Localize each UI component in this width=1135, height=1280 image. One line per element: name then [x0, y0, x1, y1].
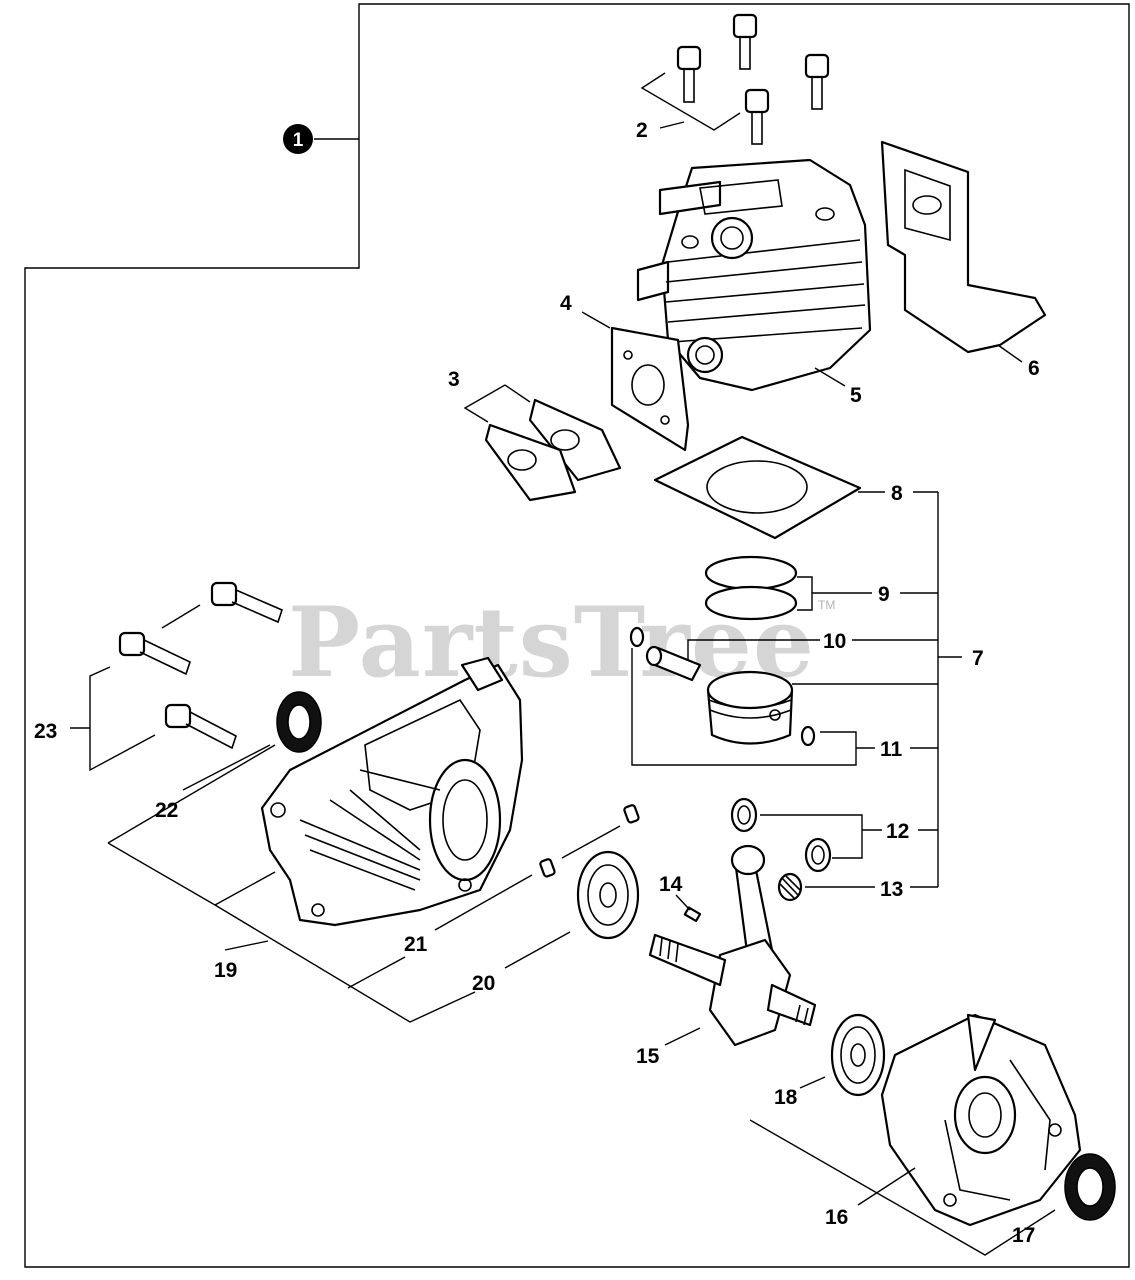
- crankcase-left[interactable]: [260, 656, 524, 927]
- callout-5[interactable]: 5: [850, 384, 862, 407]
- callout-19[interactable]: 19: [214, 959, 237, 982]
- crankcase-bearing-left[interactable]: [576, 850, 640, 940]
- intake-gaskets[interactable]: [484, 398, 622, 502]
- callout-18[interactable]: 18: [774, 1086, 798, 1109]
- cylinder[interactable]: [636, 158, 872, 392]
- callout-14[interactable]: 14: [659, 873, 683, 896]
- callout-13[interactable]: 13: [880, 878, 903, 901]
- svg-text:1: 1: [293, 130, 304, 151]
- oil-seal-left[interactable]: [276, 691, 322, 753]
- piston-rings[interactable]: [704, 555, 798, 621]
- callout-9[interactable]: 9: [878, 583, 890, 606]
- needle-bearing[interactable]: [777, 872, 803, 902]
- crankshaft[interactable]: [648, 844, 817, 1047]
- callout-2[interactable]: 2: [636, 119, 648, 142]
- callout-10[interactable]: 10: [823, 630, 846, 653]
- diagram-frame: [24, 3, 1130, 1268]
- callout-3[interactable]: 3: [448, 368, 460, 391]
- crank-washers[interactable]: [730, 797, 832, 873]
- cylinder-base-gasket[interactable]: [653, 435, 862, 540]
- callout-7[interactable]: 7: [972, 647, 984, 670]
- crankcase-right[interactable]: [880, 1013, 1082, 1227]
- callout-labels: 2 3 4 5 6 7 8 9 10 11 12 13 14 15 16 17 …: [34, 119, 1040, 1247]
- callout-17[interactable]: 17: [1012, 1224, 1035, 1247]
- piston-pin[interactable]: [645, 645, 702, 682]
- heat-shield[interactable]: [880, 140, 1047, 354]
- insulator-gasket[interactable]: [610, 326, 690, 452]
- callout-8[interactable]: 8: [891, 482, 903, 505]
- dowel-pins[interactable]: [539, 804, 640, 878]
- callout-6[interactable]: 6: [1028, 357, 1040, 380]
- watermark-tm: TM: [818, 598, 835, 612]
- callout-15[interactable]: 15: [636, 1045, 660, 1068]
- callout-22[interactable]: 22: [155, 799, 178, 822]
- callout-23[interactable]: 23: [34, 720, 57, 743]
- crankcase-bearing-right[interactable]: [830, 1013, 886, 1097]
- oil-seal-right[interactable]: [1064, 1153, 1116, 1221]
- callout-11[interactable]: 11: [880, 738, 903, 761]
- cylinder-bolts[interactable]: [676, 13, 830, 145]
- callout-16[interactable]: 16: [825, 1206, 848, 1229]
- piston[interactable]: [706, 670, 794, 745]
- assembly-marker[interactable]: 1: [283, 124, 313, 154]
- callout-4[interactable]: 4: [560, 292, 572, 315]
- crankcase-bolts[interactable]: [118, 581, 283, 750]
- callout-20[interactable]: 20: [472, 972, 495, 995]
- leader-lines: [70, 72, 1056, 1256]
- callout-21[interactable]: 21: [404, 933, 428, 956]
- piston-pin-clips[interactable]: [629, 626, 816, 747]
- woodruff-key[interactable]: [683, 906, 702, 923]
- callout-12[interactable]: 12: [886, 820, 909, 843]
